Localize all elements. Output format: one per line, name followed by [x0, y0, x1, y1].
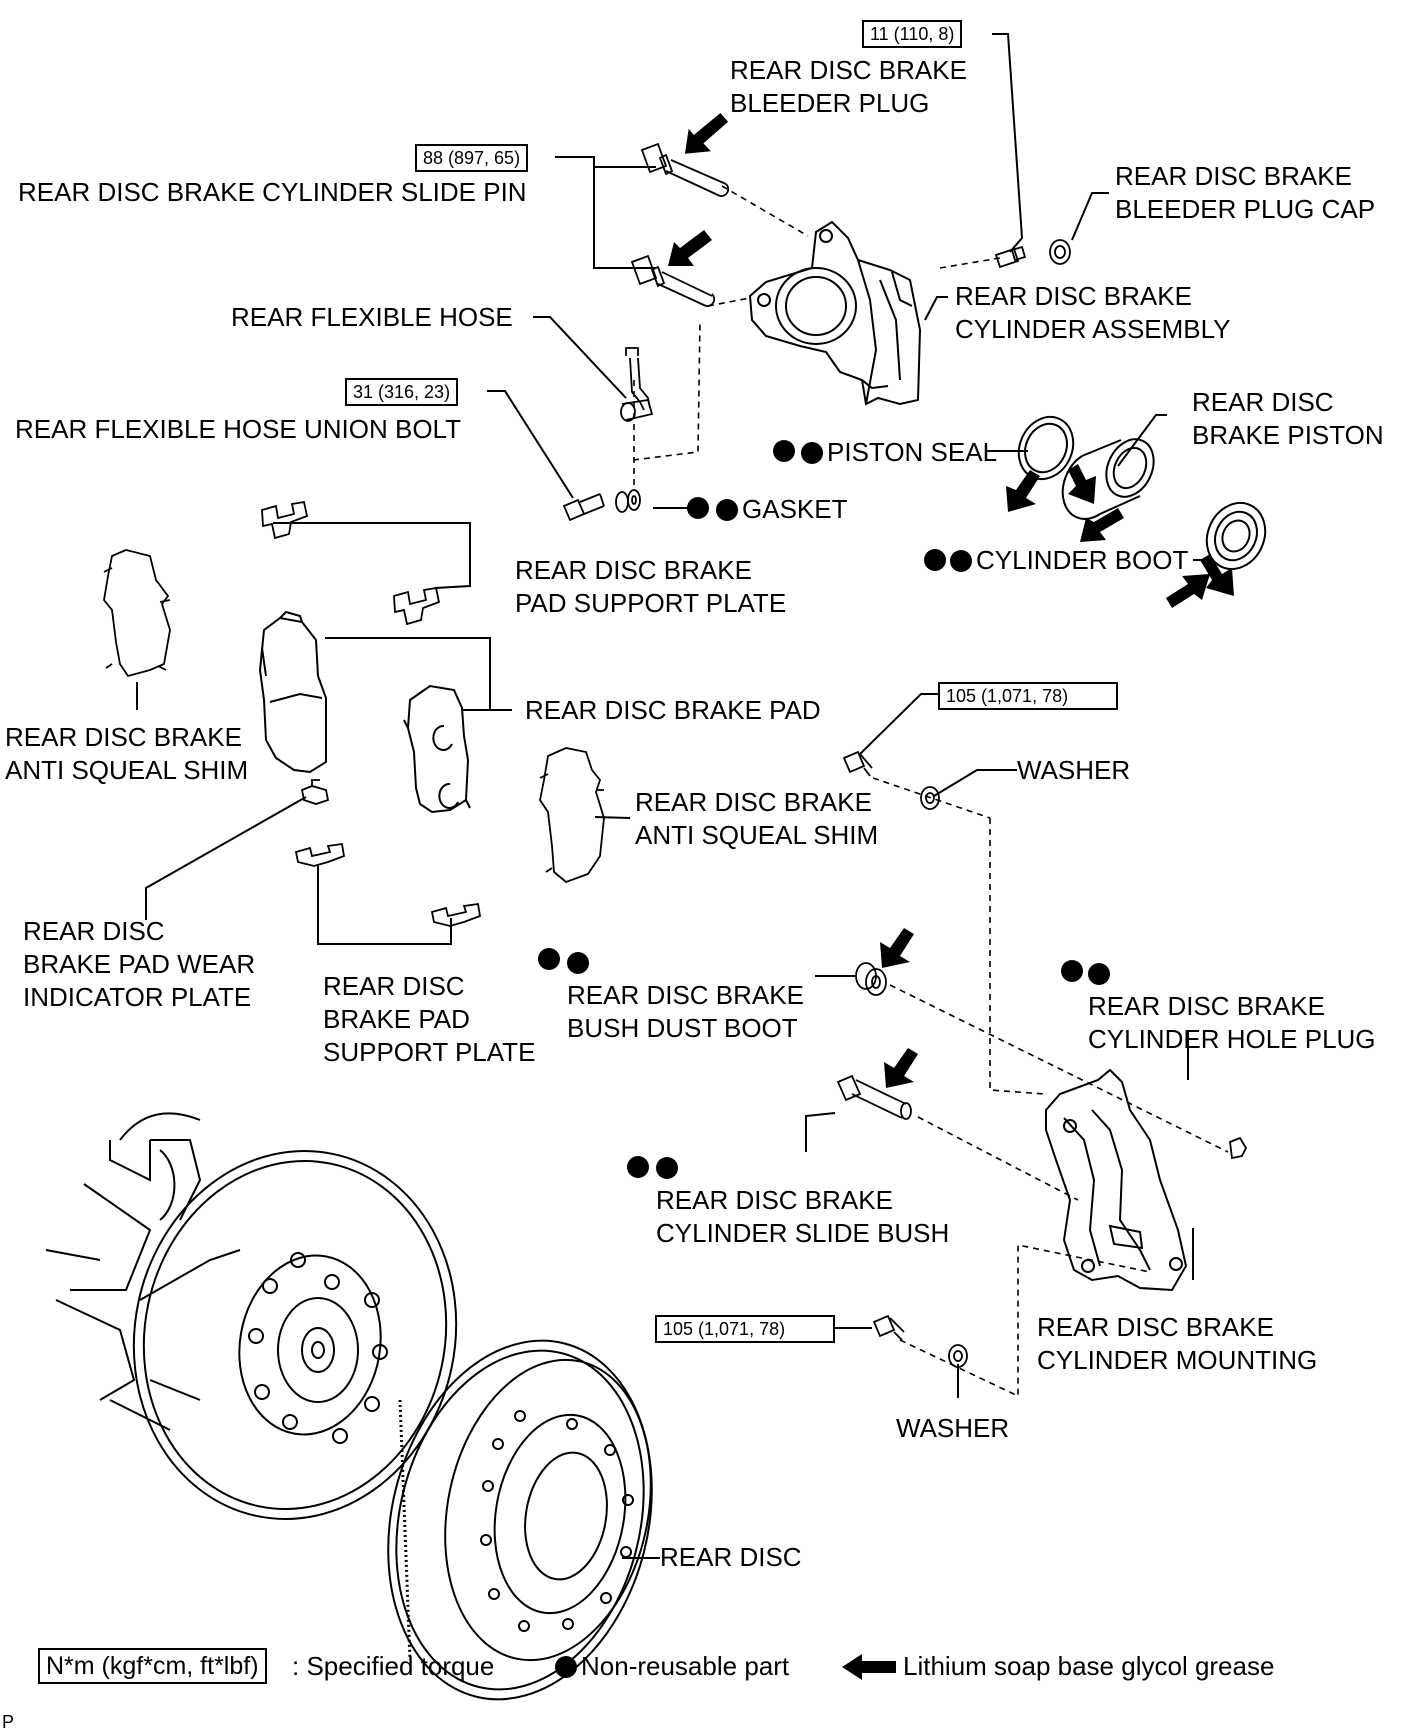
pad-support-plate-top-b — [393, 586, 441, 626]
label-piston-seal: PISTON SEAL — [801, 436, 997, 469]
torque-box-bleeder: 11 (110, 8) — [862, 20, 963, 48]
washer-upper — [920, 786, 940, 810]
nonreusable-dot-icon — [716, 499, 738, 521]
mounting-bolt-lower — [872, 1314, 905, 1341]
anti-squeal-shim-right — [539, 747, 605, 884]
torque-box-slide-pin: 88 (897, 65) — [415, 144, 529, 172]
nonreusable-dot-icon — [1088, 963, 1110, 985]
grease-arrow-icon — [1068, 464, 1096, 504]
legend-nonreusable: Non-reusable part — [555, 1650, 789, 1683]
label-brake-pad: REAR DISC BRAKE PAD — [525, 695, 821, 725]
label-gasket: GASKET — [716, 493, 847, 526]
grease-arrow-icon — [1080, 508, 1124, 542]
cylinder-slide-bush — [836, 1074, 912, 1120]
mounting-bolt-upper — [842, 750, 873, 777]
label-slide-pin: REAR DISC BRAKE CYLINDER SLIDE PIN — [18, 177, 527, 207]
brake-pad-right — [403, 684, 471, 814]
label-union-bolt: REAR FLEXIBLE HOSE UNION BOLT — [15, 414, 461, 444]
legend-torque-unit: N*m (kgf*cm, ft*lbf) — [38, 1648, 267, 1684]
flexible-hose — [620, 347, 654, 422]
bush-dust-boot — [855, 962, 887, 996]
label-washer-lower: WASHER — [896, 1413, 1010, 1443]
gasket-pair — [615, 489, 641, 513]
grease-arrow-icon — [1166, 574, 1210, 608]
union-bolt — [562, 493, 605, 522]
grease-arrow-icon — [1200, 554, 1234, 596]
axle-hub-backing-plate — [45, 1112, 458, 1520]
nonreusable-dot-icon — [801, 442, 823, 464]
grease-arrow-icon — [1006, 470, 1040, 512]
label-cylinder-boot: CYLINDER BOOT — [950, 544, 1188, 577]
slide-pin-upper — [640, 142, 730, 197]
nonreusable-dot-icon — [687, 497, 709, 519]
grease-arrow-icon — [684, 112, 729, 154]
nonreusable-dot-icon — [567, 952, 589, 974]
brake-piston — [1061, 438, 1155, 520]
brake-pad-left — [258, 610, 327, 774]
grease-arrow-icon — [668, 230, 712, 266]
cylinder-boot — [1205, 501, 1267, 571]
legend-grease: Lithium soap base glycol grease — [903, 1651, 1275, 1681]
nonreusable-dot-icon — [627, 1156, 649, 1178]
grease-arrows — [538, 112, 1234, 1178]
pad-support-plate-top-a — [261, 500, 309, 540]
leader-lines — [136, 33, 1208, 1559]
washer-lower — [948, 1344, 968, 1368]
legend-torque-text: : Specified torque — [292, 1651, 495, 1681]
nonreusable-dot-icon — [773, 440, 795, 462]
slide-pin-lower — [630, 254, 716, 307]
pad-support-plate-bottom-b — [430, 902, 482, 927]
cylinder-mounting — [1045, 1068, 1188, 1292]
nonreusable-dot-icon — [538, 948, 560, 970]
label-washer-upper: WASHER — [1017, 755, 1131, 785]
cylinder-hole-plug — [1229, 1136, 1248, 1160]
grease-arrow-icon — [842, 1654, 896, 1680]
assembly-paths — [632, 185, 1229, 1398]
grease-arrow-icon — [884, 1048, 918, 1088]
torque-box-mount-lower: 105 (1,071, 78) — [655, 1315, 835, 1343]
pad-support-plate-bottom-a — [294, 842, 346, 867]
bleeder-plug — [994, 245, 1027, 269]
nonreusable-dot-icon — [656, 1157, 678, 1179]
caliper-body — [748, 220, 922, 406]
page-reference: P — [2, 1712, 15, 1732]
nonreusable-dot-icon — [555, 1656, 577, 1678]
anti-squeal-shim-left — [103, 549, 171, 678]
rear-disc-rotor — [387, 1339, 653, 1701]
bleeder-plug-cap — [1049, 239, 1071, 265]
torque-box-union-bolt: 31 (316, 23) — [345, 378, 459, 406]
label-rear-disc: REAR DISC — [660, 1542, 802, 1572]
nonreusable-dot-icon — [950, 550, 972, 572]
label-flex-hose: REAR FLEXIBLE HOSE — [231, 302, 513, 332]
grease-arrow-icon — [880, 928, 914, 968]
torque-box-mount-upper: 105 (1,071, 78) — [938, 682, 1118, 710]
nonreusable-dot-icon — [1061, 960, 1083, 982]
wear-indicator-plate — [300, 779, 330, 805]
nonreusable-dot-icon — [924, 549, 946, 571]
